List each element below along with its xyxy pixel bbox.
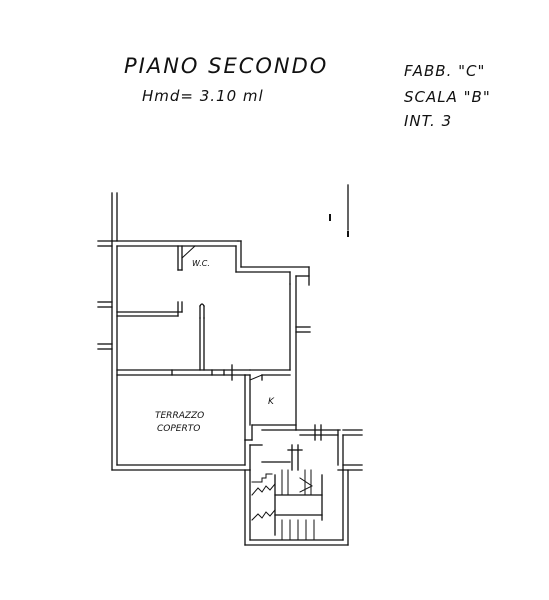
- room-label-terrace-line2: COPERTO: [157, 424, 200, 434]
- neighbour-walls-left: [97, 192, 239, 350]
- interior-partitions: [116, 245, 291, 441]
- apartment-outer-walls: [111, 240, 311, 471]
- room-label-kitchen: K: [268, 397, 275, 407]
- room-label-terrace-line1: TERRAZZO: [155, 411, 204, 421]
- staircase-label: SCALA "B": [404, 88, 491, 106]
- height-note: Hmd= 3.10 ml: [142, 87, 264, 105]
- staircase-block: [244, 444, 349, 546]
- neighbour-walls-right: [295, 184, 363, 471]
- room-label-wc: W.C.: [192, 259, 210, 268]
- floor-title: PIANO SECONDO: [124, 54, 329, 78]
- building-label: FABB. "C": [404, 62, 486, 80]
- interior-number: INT. 3: [404, 112, 453, 130]
